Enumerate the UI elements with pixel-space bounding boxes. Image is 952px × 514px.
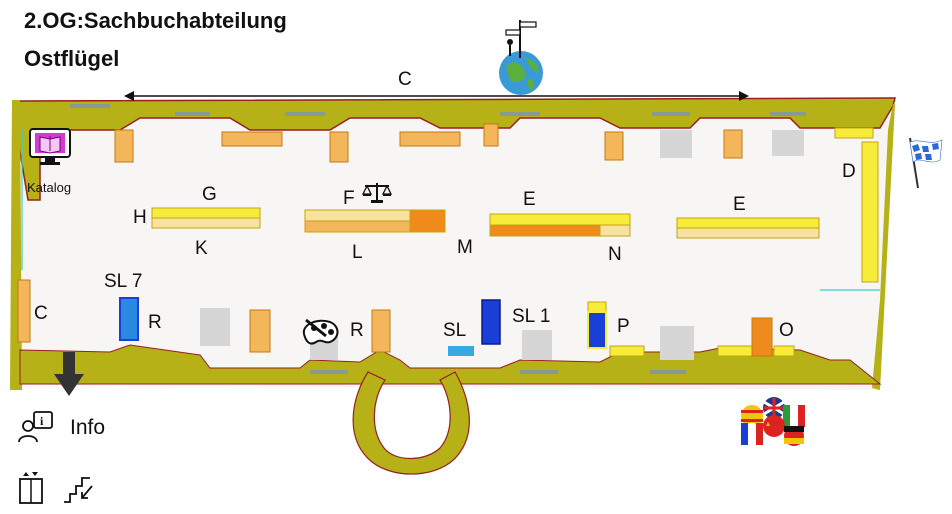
shelf-o: [751, 317, 773, 357]
right-wall: [872, 104, 895, 390]
shelf-sl1: [481, 299, 501, 345]
svg-text:i: i: [40, 414, 44, 428]
grey-block: [522, 330, 552, 360]
shelf-c-left: [17, 279, 31, 343]
dimension-label: C: [398, 69, 412, 90]
bavaria-flag-icon: [904, 134, 944, 190]
section-label-p: P: [617, 316, 630, 337]
window: [650, 370, 686, 374]
shelf-island-flm: [304, 209, 446, 233]
section-label-e2: E: [733, 194, 746, 215]
shelf-bottom-orange: [249, 309, 271, 353]
shelf-island-hgk: [151, 207, 261, 229]
page-subtitle: Ostflügel: [24, 46, 120, 71]
section-label-r2: R: [350, 320, 364, 341]
shelf-island-en: [489, 213, 631, 237]
section-label-c-left: C: [34, 303, 48, 324]
section-label-l: L: [352, 242, 363, 263]
stairs-icon[interactable]: [62, 472, 96, 504]
shelf-island-e2: [676, 217, 820, 239]
section-label-m: M: [457, 237, 473, 258]
language-flags-icon: [738, 396, 810, 446]
dimension-arrow-left-head: [124, 91, 134, 101]
shelf-p-top: [587, 301, 607, 313]
window: [70, 104, 110, 108]
section-label-sl1: SL 1: [512, 306, 551, 327]
top-shelves: [114, 123, 743, 163]
shelf-d: [834, 127, 879, 283]
section-label-d: D: [842, 161, 856, 182]
signpost-globe-icon: [496, 18, 546, 96]
section-label-sl: SL: [443, 320, 467, 341]
scales-icon: [361, 181, 393, 203]
window: [310, 370, 348, 374]
section-label-n: N: [608, 244, 622, 265]
floor-area: [20, 100, 893, 390]
palette-icon: [300, 316, 342, 348]
window: [652, 112, 690, 116]
section-label-f: F: [343, 188, 355, 209]
shelf-p: [587, 311, 607, 349]
arrow-down-icon: [54, 352, 84, 396]
shelf-sl: [448, 346, 474, 356]
window: [770, 112, 806, 116]
window: [175, 112, 210, 116]
shelf-p-base: [609, 345, 645, 357]
shelf-sl7: [119, 297, 139, 341]
section-label-h: H: [133, 207, 147, 228]
window: [500, 112, 540, 116]
section-label-g: G: [202, 184, 217, 205]
section-label-r1: R: [148, 312, 162, 333]
elevator-icon[interactable]: [18, 470, 44, 504]
section-label-sl7: SL 7: [104, 271, 143, 292]
rotunda: [352, 371, 470, 475]
window: [520, 370, 558, 374]
grey-blocks-top: [660, 130, 804, 158]
shelf-r: [371, 309, 391, 353]
section-label-k: K: [195, 238, 208, 259]
computer-book-icon[interactable]: [28, 127, 72, 167]
section-label-e1: E: [523, 189, 536, 210]
left-wall: [10, 100, 22, 390]
page-title: 2.OG:Sachbuchabteilung: [24, 8, 287, 33]
info-label: Info: [70, 416, 106, 439]
grey-block: [660, 326, 694, 360]
grey-block: [200, 308, 230, 346]
katalog-label: Katalog: [27, 180, 72, 195]
shelf-o-side: [773, 345, 795, 357]
section-label-o: O: [779, 320, 794, 341]
info-person-icon[interactable]: i: [18, 410, 54, 444]
dimension-arrow-right-head: [739, 91, 749, 101]
window: [285, 112, 325, 116]
